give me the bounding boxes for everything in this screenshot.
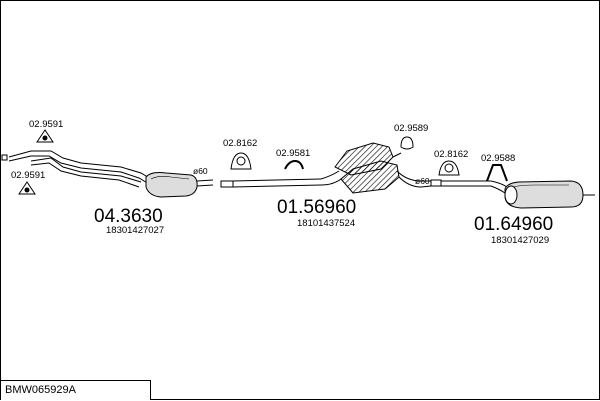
right-clamp-icon [438,160,460,176]
center-hanger-icon [400,136,414,150]
rear-pipe-section [441,180,508,194]
left-clamp-top-label: 02.9591 [29,119,63,130]
center-silencers [334,142,442,194]
section-1-oem-number: 18301427027 [106,225,164,236]
mid-hanger-label: 02.9581 [276,148,310,159]
middle-pipe-section [220,170,342,188]
left-clamp-top-icon [36,129,54,143]
mid-clamp-1-icon [230,152,252,170]
rear-diameter-label: ø60 [415,176,430,186]
section-2-part-number: 01.56960 [277,197,356,218]
front-diameter-label: ø60 [193,166,208,176]
section-3-oem-number: 18301427029 [491,235,549,246]
front-pipe-section [1,150,152,188]
section-2-oem-number: 18101437524 [297,218,355,229]
reference-code: BMW065929A [1,380,151,400]
right-hanger-label: 02.9588 [481,153,515,164]
section-1-part-number: 04.3630 [94,206,163,227]
front-silencer [145,172,214,198]
mid-clamp-1-label: 02.8162 [223,138,257,149]
section-3-part-number: 01.64960 [474,214,553,235]
right-hanger-icon [486,164,508,182]
left-clamp-bottom-icon [18,181,36,195]
left-clamp-bottom-label: 02.9591 [11,170,45,181]
right-clamp-label: 02.8162 [434,149,468,160]
rear-silencer [504,180,595,209]
mid-hanger-icon [284,159,304,170]
center-hanger-label: 02.9589 [394,123,428,134]
